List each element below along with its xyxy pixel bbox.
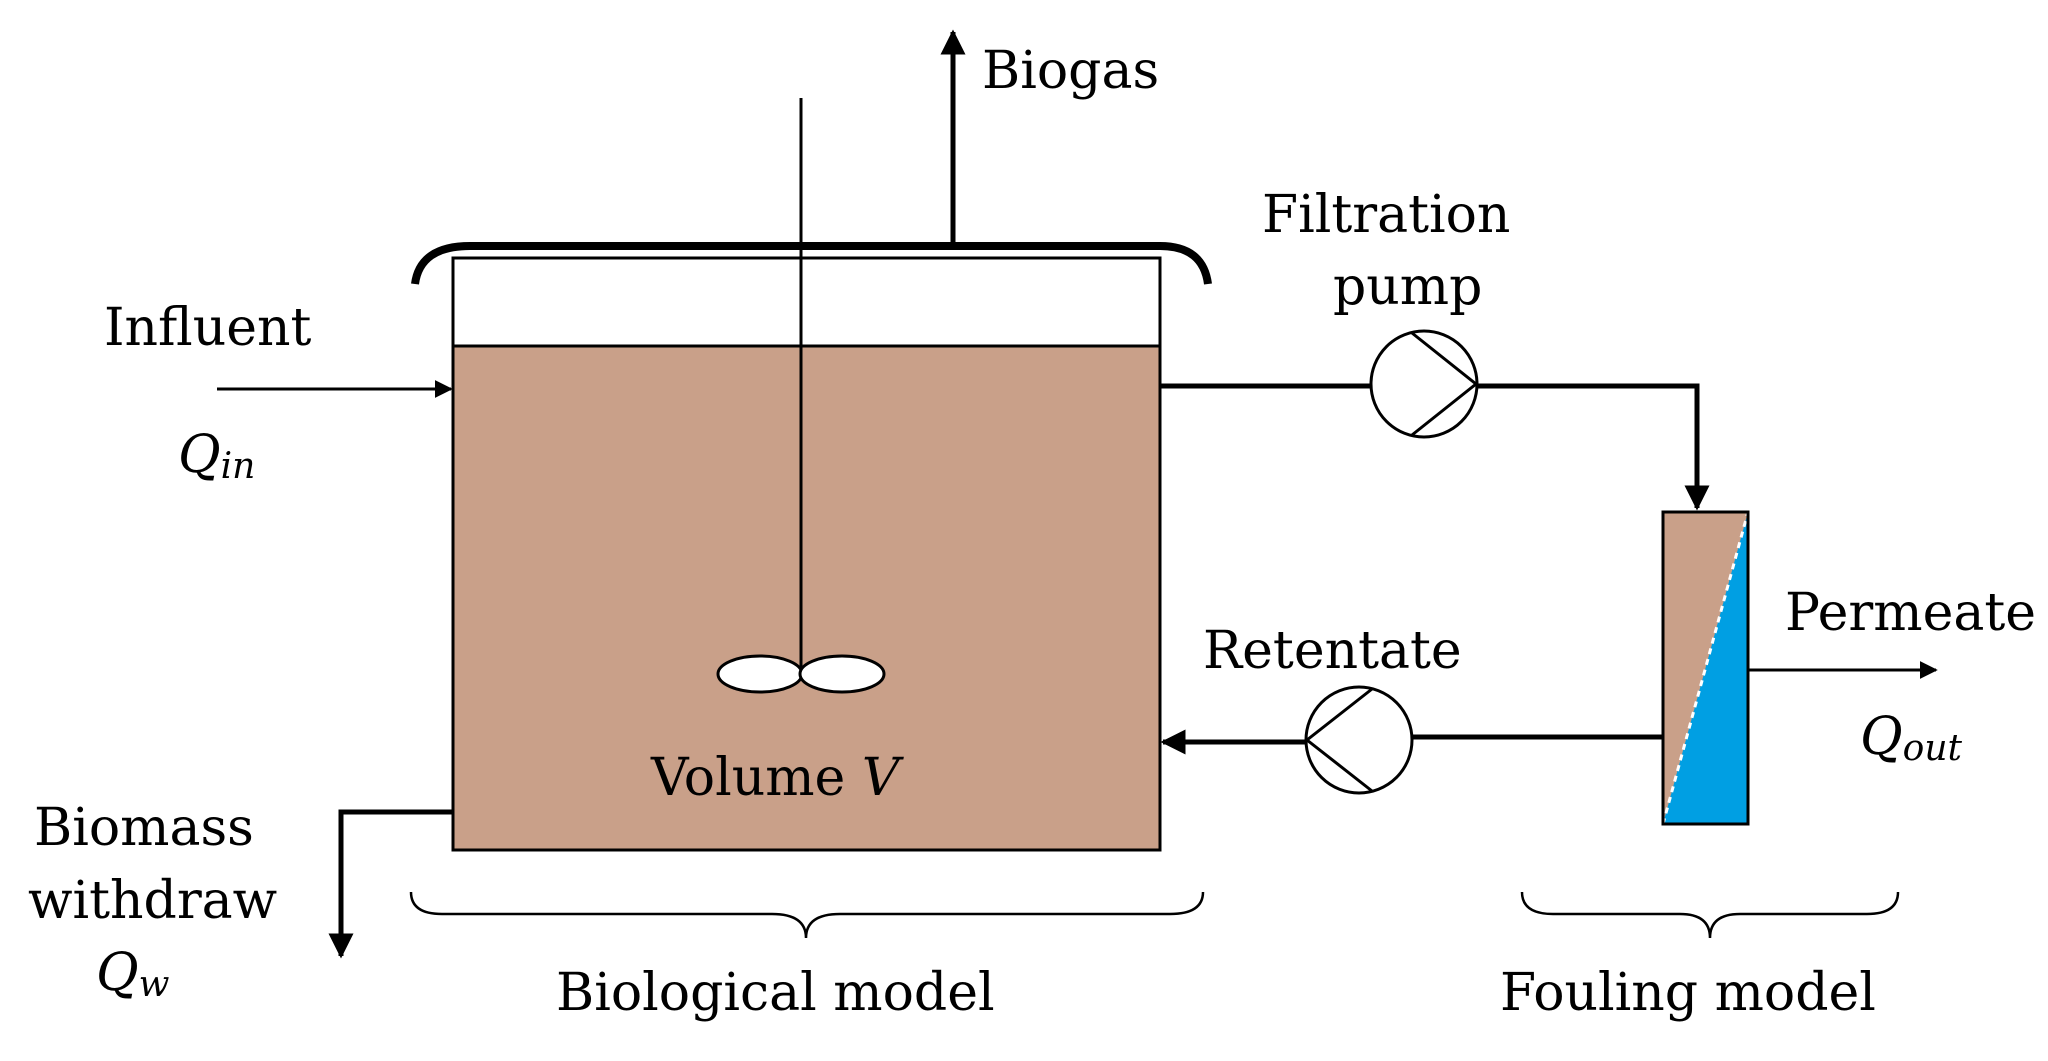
filtration-pump-label-line2: pump bbox=[1333, 257, 1482, 317]
fouling-model-brace bbox=[1520, 891, 1900, 939]
biological-model-label: Biological model bbox=[556, 963, 995, 1023]
q-out-label: Qout bbox=[1860, 707, 1963, 769]
volume-variable: V bbox=[862, 748, 904, 808]
stirrer-blade-left bbox=[716, 654, 804, 694]
biomass-label-line1: Biomass bbox=[34, 798, 254, 858]
filtration-pump-circle bbox=[1369, 329, 1479, 439]
membrane-module bbox=[1661, 510, 1750, 826]
filtration-pump bbox=[1369, 329, 1479, 439]
filtration-pump-label-line1: Filtration bbox=[1262, 185, 1510, 245]
reactor-lid bbox=[411, 242, 1212, 285]
biological-model-brace bbox=[409, 891, 1205, 939]
q-in-label: Qin bbox=[178, 425, 255, 487]
q-in-symbol: Q bbox=[178, 425, 221, 485]
membrane-outline bbox=[1661, 510, 1750, 826]
q-out-subscript: out bbox=[1903, 728, 1963, 769]
reactor-headspace bbox=[451, 256, 1162, 348]
q-w-subscript: w bbox=[139, 964, 170, 1005]
retentate-label: Retentate bbox=[1203, 621, 1462, 681]
pipe-pump-to-membrane bbox=[1477, 383, 1710, 511]
volume-text: Volume bbox=[650, 748, 862, 808]
q-w-label: Qw bbox=[96, 943, 170, 1005]
q-out-symbol: Q bbox=[1860, 707, 1903, 767]
reactor-liquid bbox=[451, 344, 1162, 852]
reactor-tank bbox=[411, 242, 1212, 852]
biogas-label: Biogas bbox=[982, 41, 1159, 101]
q-w-symbol: Q bbox=[96, 943, 139, 1003]
q-in-subscript: in bbox=[221, 446, 256, 487]
retentate-pump bbox=[1304, 685, 1414, 795]
volume-label: Volume V bbox=[650, 748, 904, 808]
biomass-label-line2: withdraw bbox=[28, 871, 277, 931]
influent-label: Influent bbox=[104, 298, 311, 358]
membrane-surface bbox=[1661, 511, 1750, 825]
permeate-label: Permeate bbox=[1785, 583, 2036, 643]
stirrer bbox=[716, 98, 886, 694]
retentate-pump-circle bbox=[1304, 685, 1414, 795]
stirrer-blade-right bbox=[798, 654, 886, 694]
biomass-withdraw-arrow bbox=[328, 809, 453, 959]
retentate-pump-icon bbox=[1304, 687, 1373, 793]
fouling-model-label: Fouling model bbox=[1500, 963, 1876, 1023]
filtration-pump-icon bbox=[1411, 331, 1479, 437]
